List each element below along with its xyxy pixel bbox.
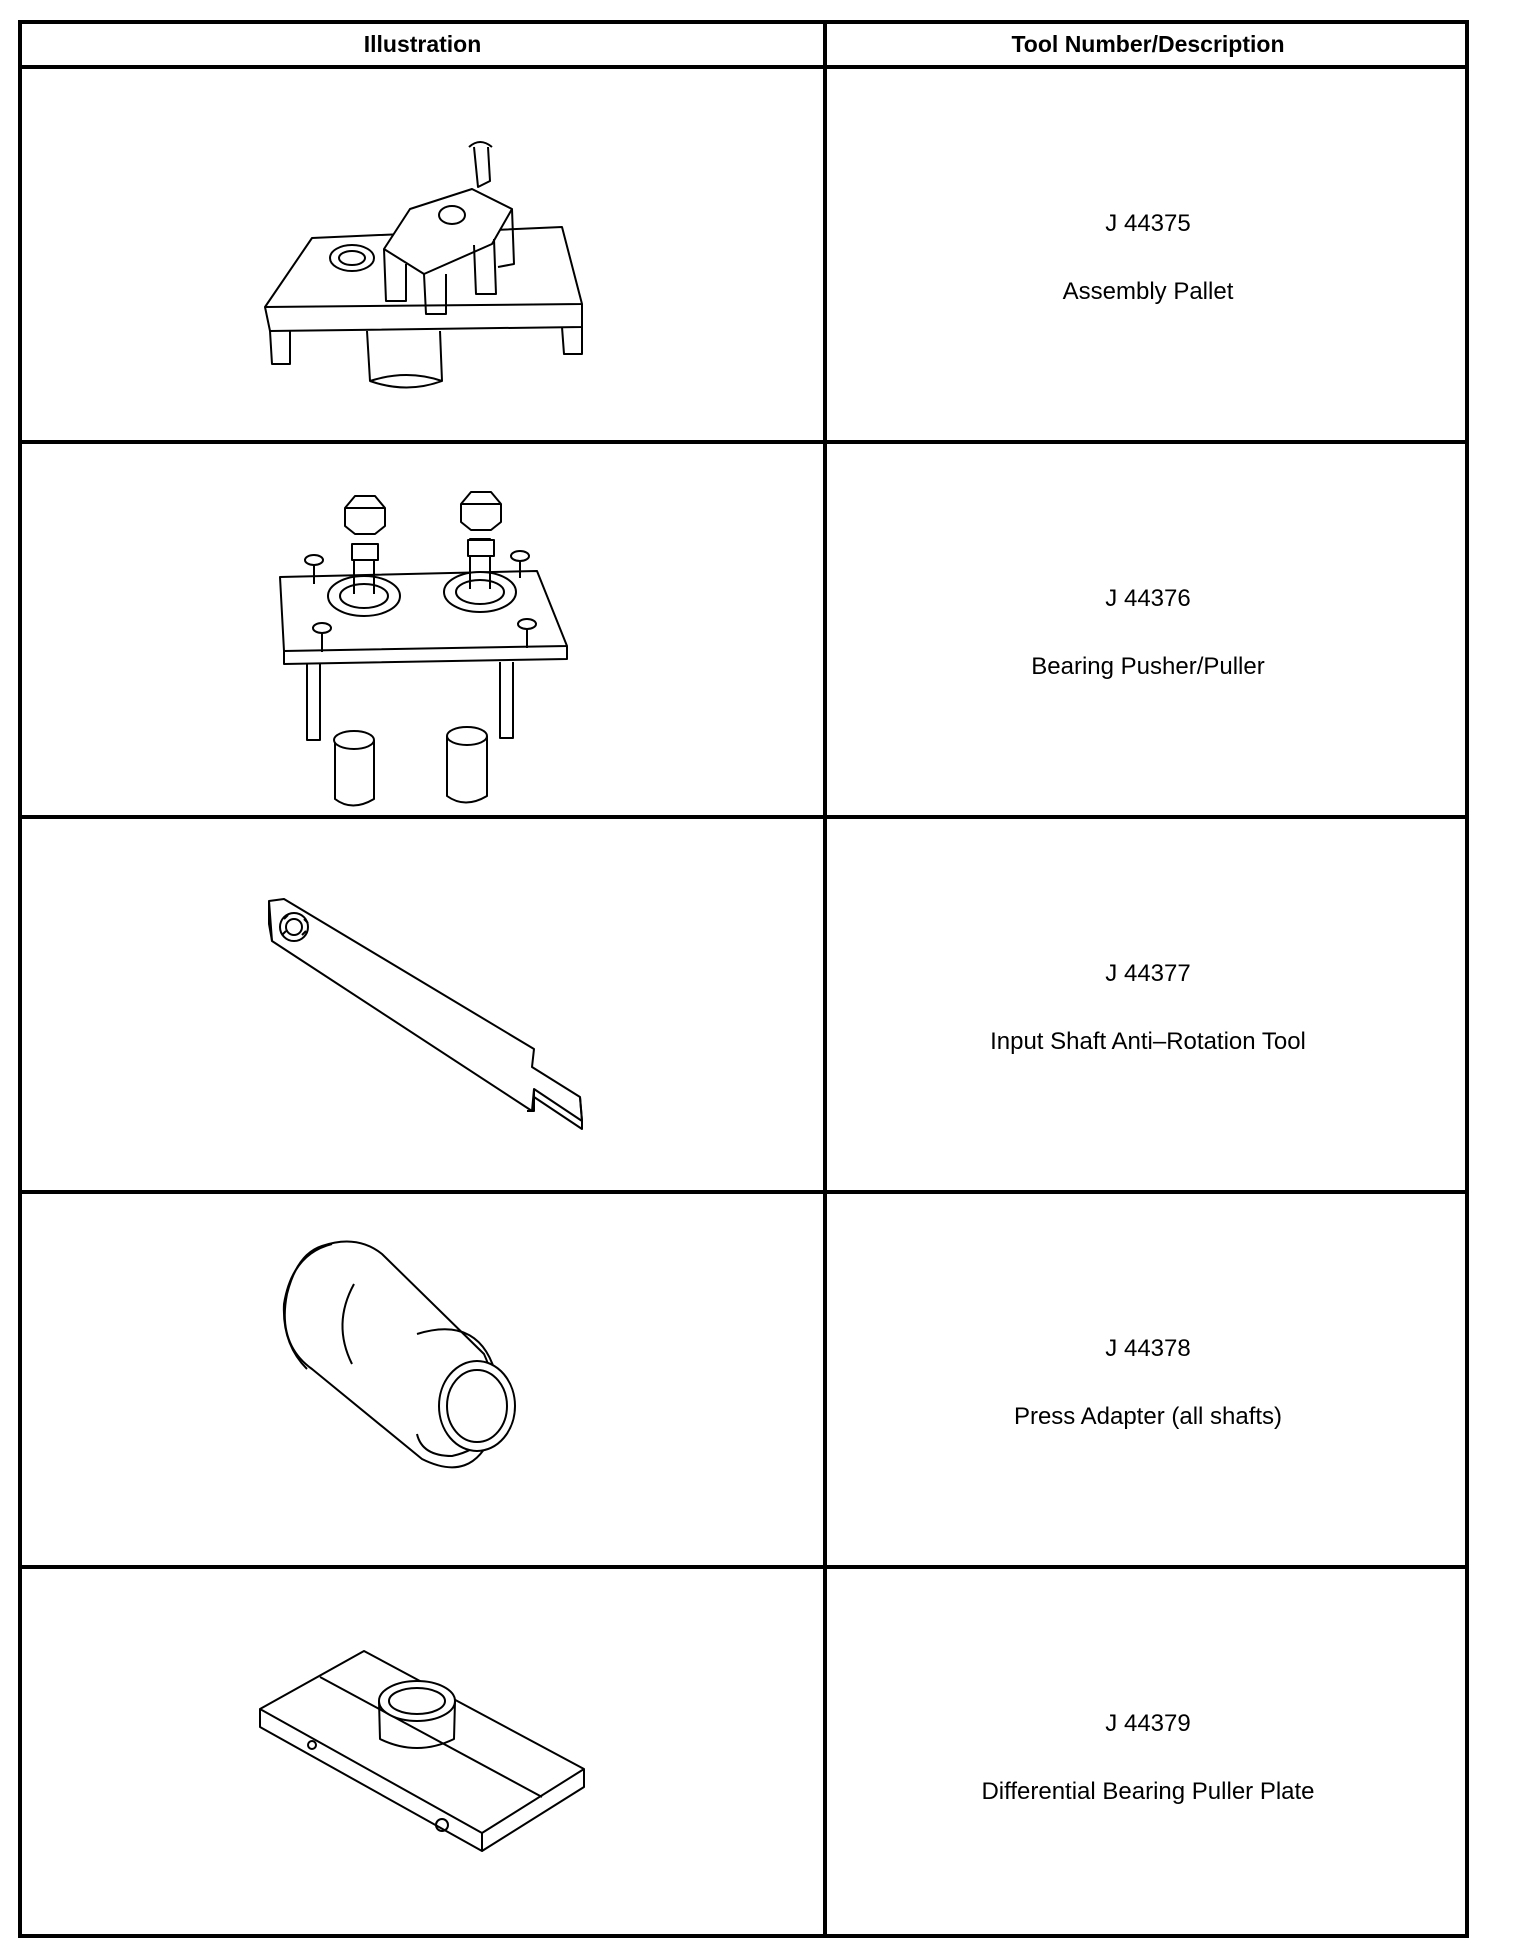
row-divider [22, 1565, 1465, 1569]
header-tool-description: Tool Number/Description [1011, 31, 1285, 57]
table-row: J 44377 Input Shaft Anti–Rotation Tool [22, 819, 1465, 1190]
tool-name: Assembly Pallet [1062, 278, 1234, 305]
tool-name: Differential Bearing Puller Plate [981, 1778, 1315, 1805]
tool-description-cell: J 44379 Differential Bearing Puller Plat… [827, 1569, 1469, 1940]
press-adapter-icon [22, 1194, 823, 1565]
tool-name: Input Shaft Anti–Rotation Tool [990, 1028, 1306, 1055]
row-divider [22, 1190, 1465, 1194]
tool-number: J 44378 [1105, 1335, 1191, 1362]
tool-description-cell: J 44375 Assembly Pallet [827, 69, 1469, 440]
tool-number: J 44377 [1105, 960, 1191, 987]
table-row: J 44378 Press Adapter (all shafts) [22, 1194, 1465, 1565]
tool-description-cell: J 44376 Bearing Pusher/Puller [827, 444, 1469, 815]
row-divider [22, 815, 1465, 819]
bearing-pusher-puller-icon [22, 444, 823, 815]
assembly-pallet-icon [22, 69, 823, 440]
bearing-puller-plate-icon [22, 1569, 823, 1940]
tool-description-cell: J 44378 Press Adapter (all shafts) [827, 1194, 1469, 1565]
tool-number: J 44376 [1105, 585, 1191, 612]
header-illustration: Illustration [363, 31, 482, 57]
anti-rotation-tool-icon [22, 819, 823, 1190]
table-row: J 44376 Bearing Pusher/Puller [22, 444, 1465, 815]
table-row: J 44375 Assembly Pallet [22, 69, 1465, 440]
tool-name: Bearing Pusher/Puller [1031, 653, 1265, 680]
tools-table: Illustration Tool Number/Description [18, 20, 1469, 1938]
tool-name: Press Adapter (all shafts) [1013, 1403, 1283, 1430]
row-divider [22, 440, 1465, 444]
header-divider [22, 65, 1465, 69]
column-divider [823, 24, 827, 1934]
tool-description-cell: J 44377 Input Shaft Anti–Rotation Tool [827, 819, 1469, 1190]
table-row: J 44379 Differential Bearing Puller Plat… [22, 1569, 1465, 1940]
tool-number: J 44379 [1105, 1710, 1191, 1737]
tool-number: J 44375 [1105, 210, 1191, 237]
